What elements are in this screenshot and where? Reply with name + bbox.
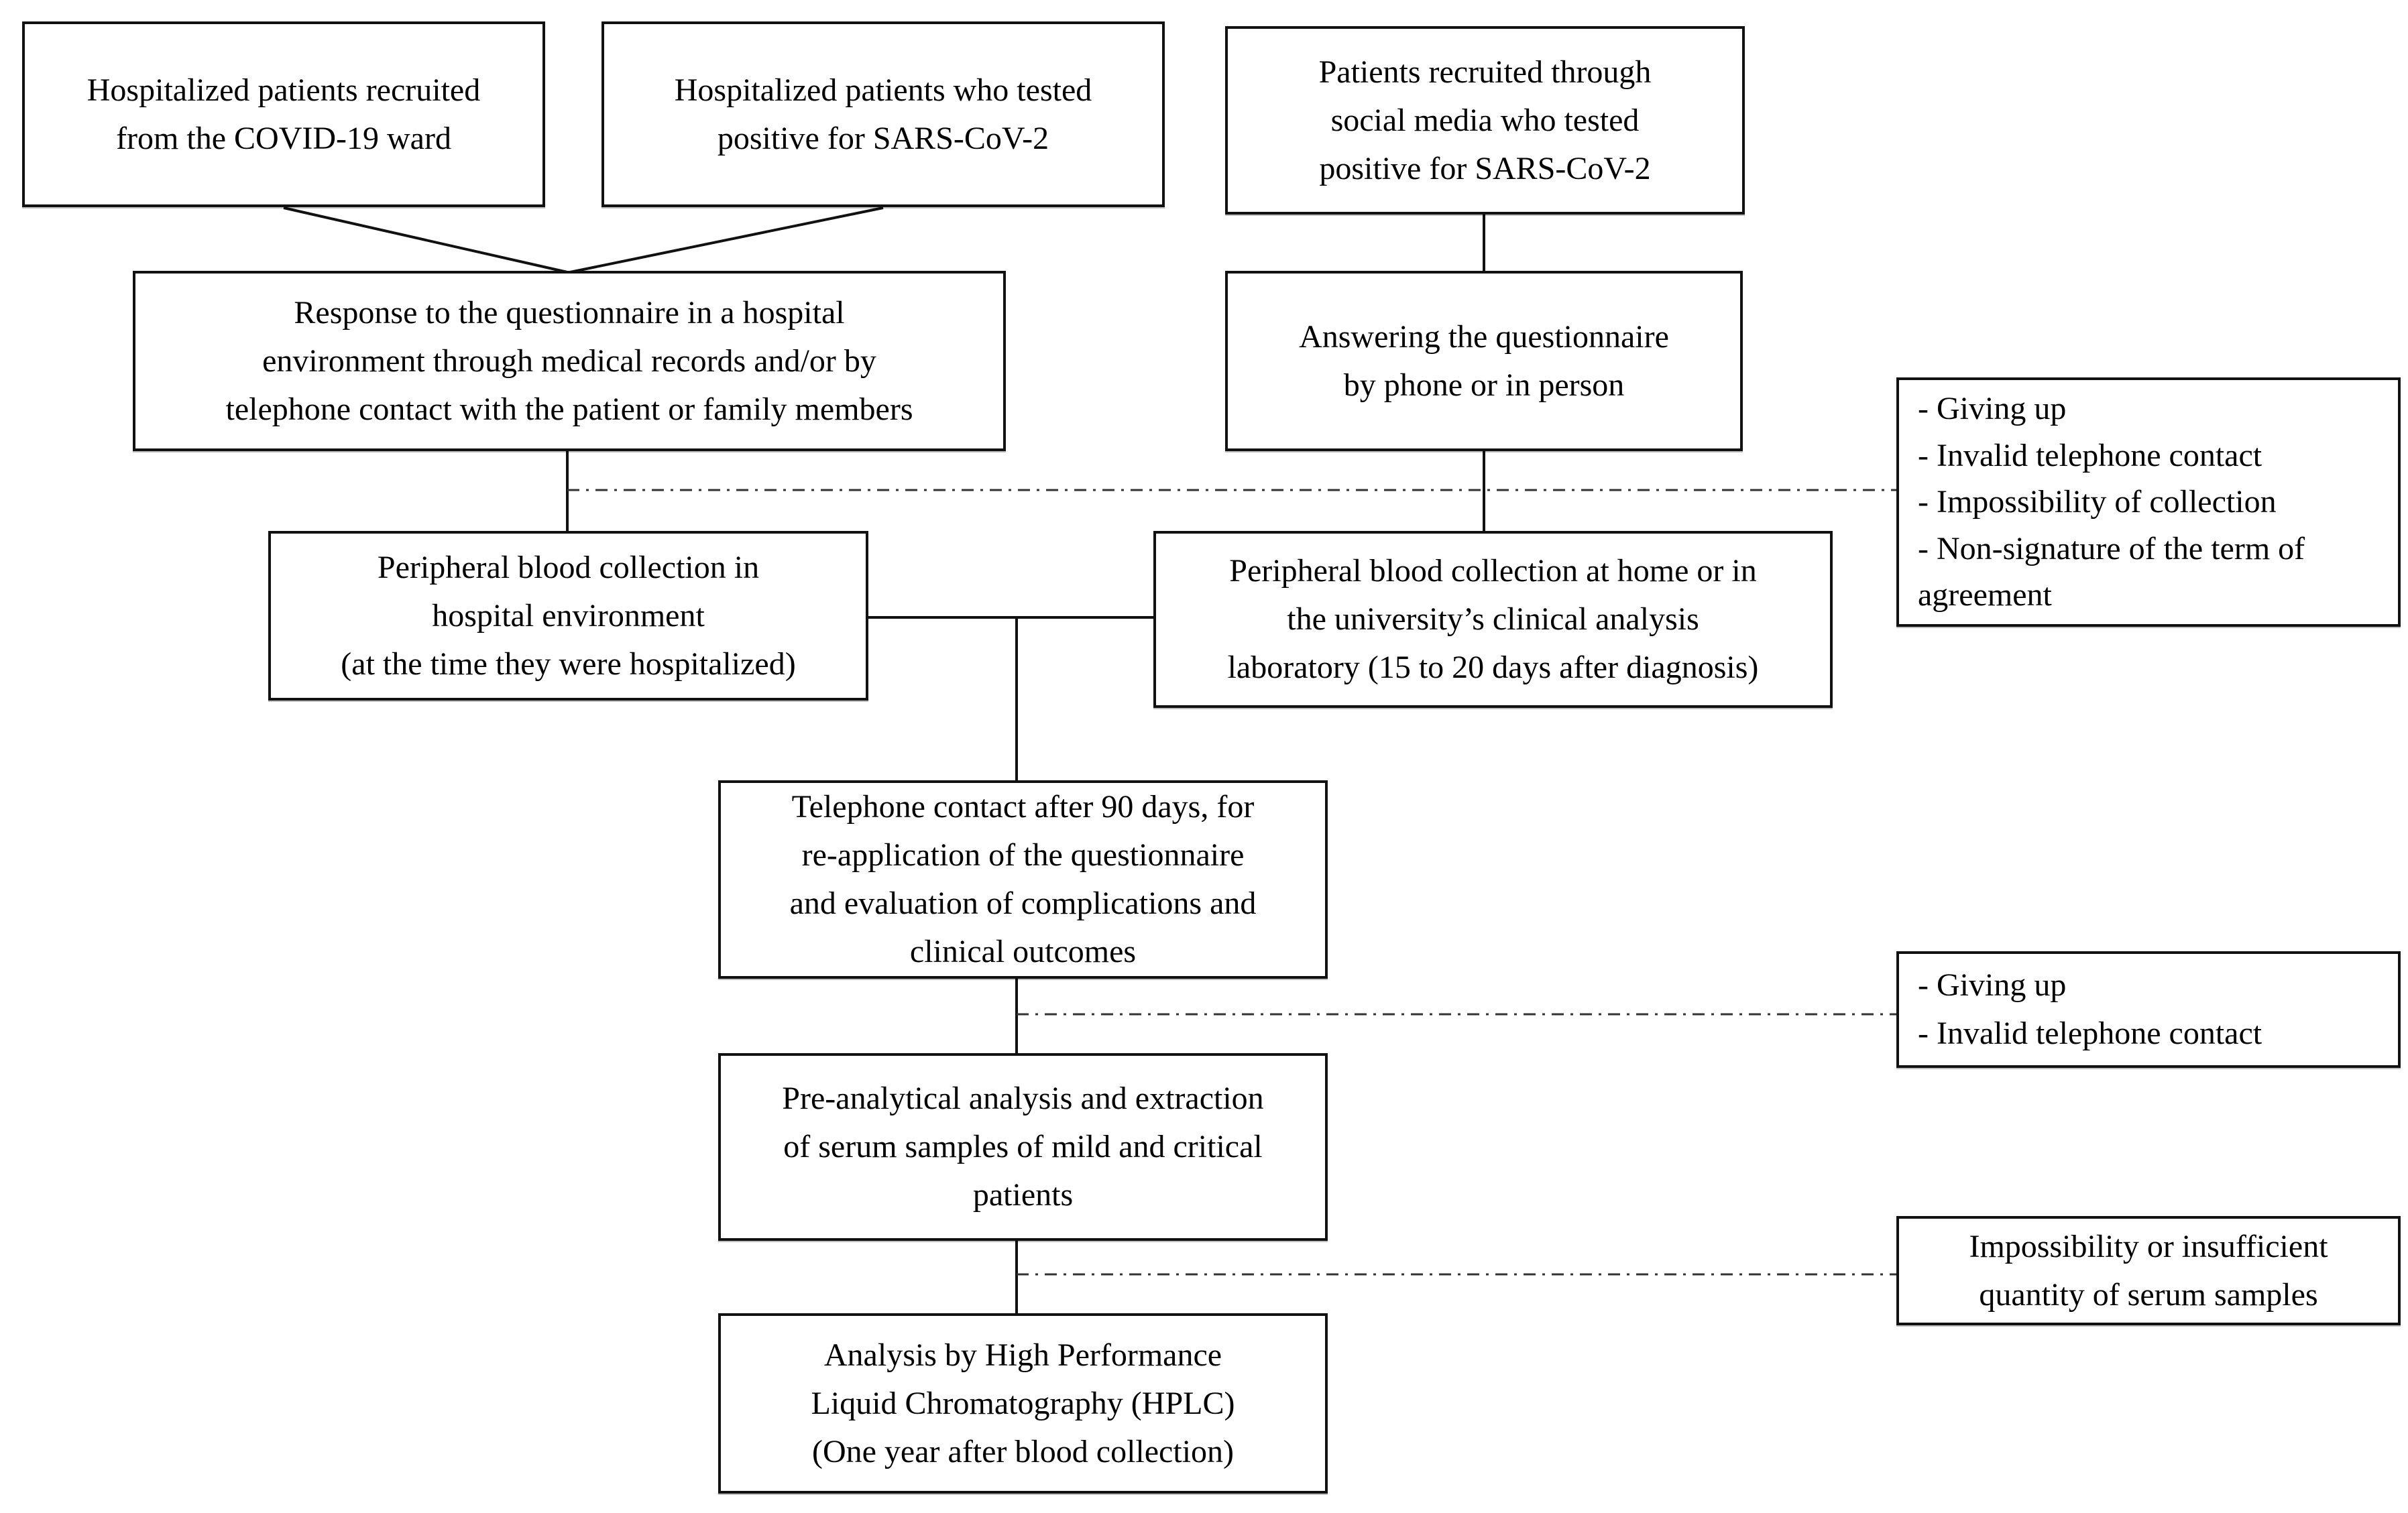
box-followup-90-days: Telephone contact after 90 days, for re-… [718,780,1328,979]
connector-diagonal-positive [569,206,884,274]
box-recruited-positive-text: Hospitalized patients who tested positiv… [674,72,1092,156]
box-blood-hospital-text: Peripheral blood collection in hospital … [341,549,796,682]
box-exclusions-followup: - Giving up - Invalid telephone contact [1896,951,2401,1068]
box-exclusions-followup-text: - Giving up - Invalid telephone contact [1918,967,2262,1051]
box-questionnaire-hospital-text: Response to the questionnaire in a hospi… [225,294,913,427]
box-recruited-social-media: Patients recruited through social media … [1225,26,1745,215]
box-exclusions-serum-text: Impossibility or insufficient quantity o… [1969,1228,2328,1313]
box-exclusions-serum: Impossibility or insufficient quantity o… [1896,1216,2401,1325]
box-exclusions-baseline-text: - Giving up - Invalid telephone contact … [1918,391,2305,613]
box-preanalytical: Pre-analytical analysis and extraction o… [718,1053,1328,1241]
box-recruited-positive: Hospitalized patients who tested positiv… [601,21,1165,207]
box-blood-home-text: Peripheral blood collection at home or i… [1227,553,1759,685]
box-hplc: Analysis by High Performance Liquid Chro… [718,1313,1328,1494]
box-followup-90-days-text: Telephone contact after 90 days, for re-… [789,789,1257,969]
box-questionnaire-phone: Answering the questionnaire by phone or … [1225,271,1743,451]
box-preanalytical-text: Pre-analytical analysis and extraction o… [782,1081,1264,1213]
box-questionnaire-hospital: Response to the questionnaire in a hospi… [133,271,1006,451]
box-blood-hospital: Peripheral blood collection in hospital … [268,531,868,701]
box-exclusions-baseline: - Giving up - Invalid telephone contact … [1896,377,2401,627]
box-recruited-ward-text: Hospitalized patients recruited from the… [87,72,481,156]
box-recruited-social-media-text: Patients recruited through social media … [1318,54,1652,186]
box-hplc-text: Analysis by High Performance Liquid Chro… [811,1337,1235,1469]
box-blood-home: Peripheral blood collection at home or i… [1153,531,1833,708]
connector-diagonal-ward [283,206,568,274]
box-questionnaire-phone-text: Answering the questionnaire by phone or … [1299,318,1669,403]
box-recruited-ward: Hospitalized patients recruited from the… [22,21,545,207]
